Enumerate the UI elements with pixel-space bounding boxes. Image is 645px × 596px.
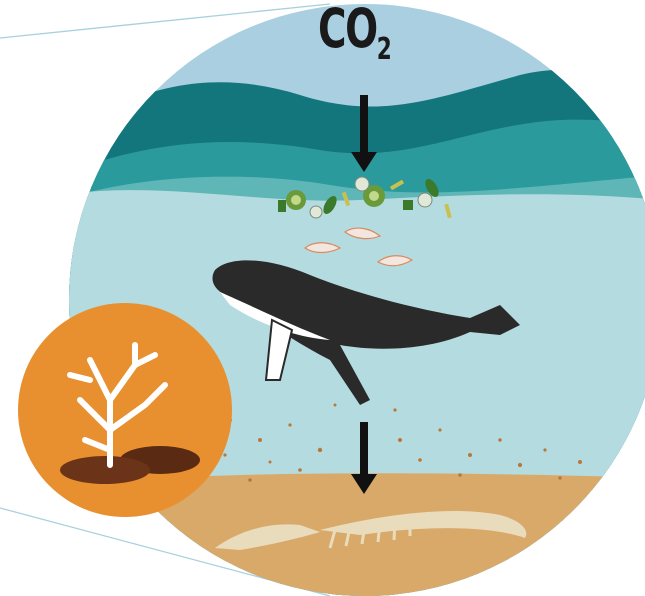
co2-arrow-icon (351, 95, 377, 494)
whale-skeleton-icon (215, 510, 527, 550)
coral-inset (18, 303, 232, 517)
whale-icon (212, 260, 520, 405)
phytoplankton-icon (278, 176, 452, 219)
coral-icon (67, 342, 168, 468)
co2-main-text: CO (318, 0, 378, 60)
krill-icon (303, 227, 414, 267)
co2-subscript: 2 (376, 32, 392, 67)
co2-label: CO2 (318, 2, 392, 65)
